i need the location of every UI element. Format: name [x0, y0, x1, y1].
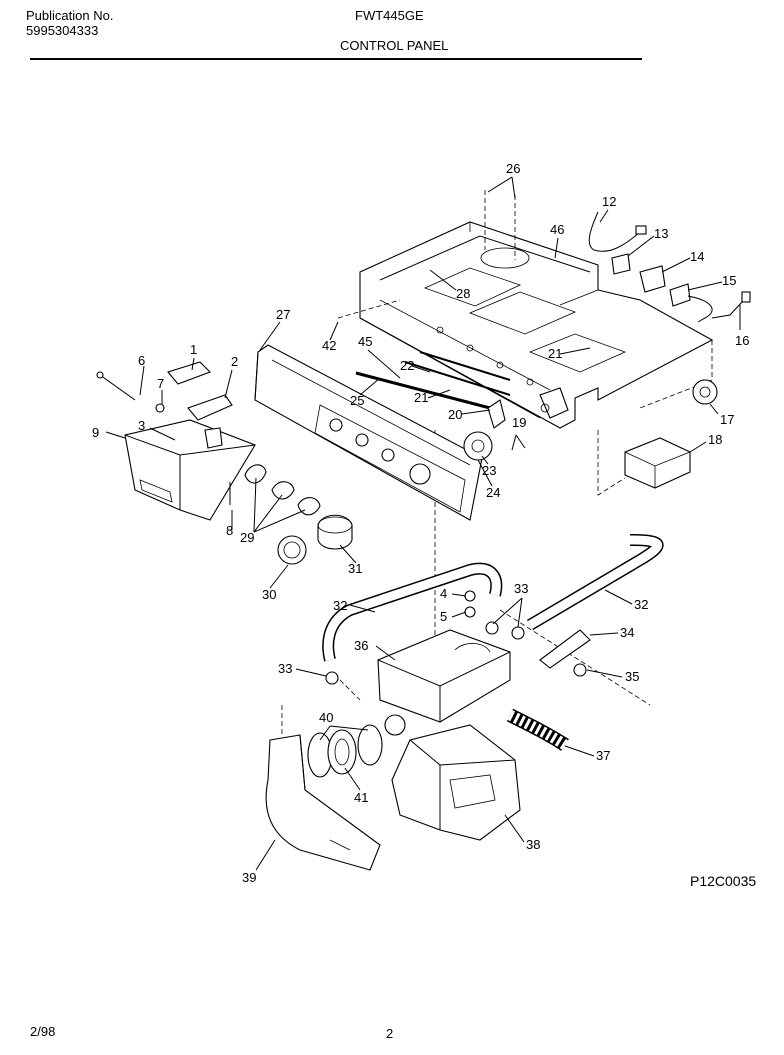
- part-label-21b: 21: [548, 346, 562, 361]
- part-label-26: 26: [506, 161, 520, 176]
- part-label-15: 15: [722, 273, 736, 288]
- part-label-33b: 33: [278, 661, 292, 676]
- part-label-34: 34: [620, 625, 634, 640]
- part-label-18: 18: [708, 432, 722, 447]
- dispenser-drawer: [96, 361, 256, 521]
- part-label-32a: 32: [333, 598, 347, 613]
- part-label-12: 12: [602, 194, 616, 209]
- header-rule: [30, 58, 642, 60]
- part-label-38: 38: [526, 837, 540, 852]
- part-label-17: 17: [720, 412, 734, 427]
- part-label-1: 1: [190, 342, 197, 357]
- label-leaders: [105, 176, 741, 871]
- part-label-30: 30: [262, 587, 276, 602]
- part-label-40: 40: [319, 710, 333, 725]
- part-label-33a: 33: [514, 581, 528, 596]
- part-label-4: 4: [440, 586, 447, 601]
- part-label-16: 16: [735, 333, 749, 348]
- part-label-29: 29: [240, 530, 254, 545]
- publication-label: Publication No.: [26, 8, 114, 23]
- part-label-31: 31: [348, 561, 362, 576]
- hoses: [322, 534, 664, 662]
- page-number: 2: [386, 1026, 394, 1041]
- part-label-8: 8: [226, 523, 233, 538]
- part-label-28: 28: [456, 286, 470, 301]
- switch-parts: [463, 387, 569, 461]
- part-label-7: 7: [157, 376, 164, 391]
- part-label-20: 20: [448, 407, 462, 422]
- part-label-27: 27: [276, 307, 290, 322]
- part-label-37: 37: [596, 748, 610, 763]
- part-label-24: 24: [486, 485, 500, 500]
- model-number: FWT445GE: [355, 8, 424, 23]
- part-label-2: 2: [231, 354, 238, 369]
- part-label-14: 14: [690, 249, 704, 264]
- part-label-13: 13: [654, 226, 668, 241]
- part-label-5: 5: [440, 609, 447, 624]
- part-label-9: 9: [92, 425, 99, 440]
- rings-40-41: [307, 724, 383, 778]
- part-label-3: 3: [138, 418, 145, 433]
- part-label-41: 41: [354, 790, 368, 805]
- publication-number: 5995304333: [26, 23, 99, 38]
- part-label-36: 36: [354, 638, 368, 653]
- part-label-22: 22: [400, 358, 414, 373]
- footer-date: 2/98: [30, 1024, 56, 1039]
- diagram-code: P12C0035: [690, 873, 757, 889]
- part-label-35: 35: [625, 669, 639, 684]
- part-label-6: 6: [138, 353, 145, 368]
- part-label-45: 45: [358, 334, 372, 349]
- part-label-39: 39: [242, 870, 256, 885]
- part-label-32b: 32: [634, 597, 648, 612]
- knobs: [244, 464, 353, 565]
- control-panel-fascia: [254, 344, 483, 521]
- part-17-18: [624, 379, 718, 489]
- water-valve-body: [325, 590, 525, 723]
- part-label-46: 46: [550, 222, 564, 237]
- part-labels: 26 12 46 13 14 15 16 27 28 42 45 22 21 2…: [92, 161, 749, 885]
- section-title: CONTROL PANEL: [340, 38, 449, 53]
- part-label-19: 19: [512, 415, 526, 430]
- part-label-25: 25: [350, 393, 364, 408]
- part-label-21a: 21: [414, 390, 428, 405]
- elbow-pipe: [265, 734, 381, 871]
- console-frame: [359, 221, 714, 429]
- harness-12-16: [588, 211, 751, 323]
- bracket-34-35: [539, 629, 591, 677]
- sump-housing: [384, 714, 521, 841]
- corrugated-hose: [506, 708, 569, 751]
- part-label-42: 42: [322, 338, 336, 353]
